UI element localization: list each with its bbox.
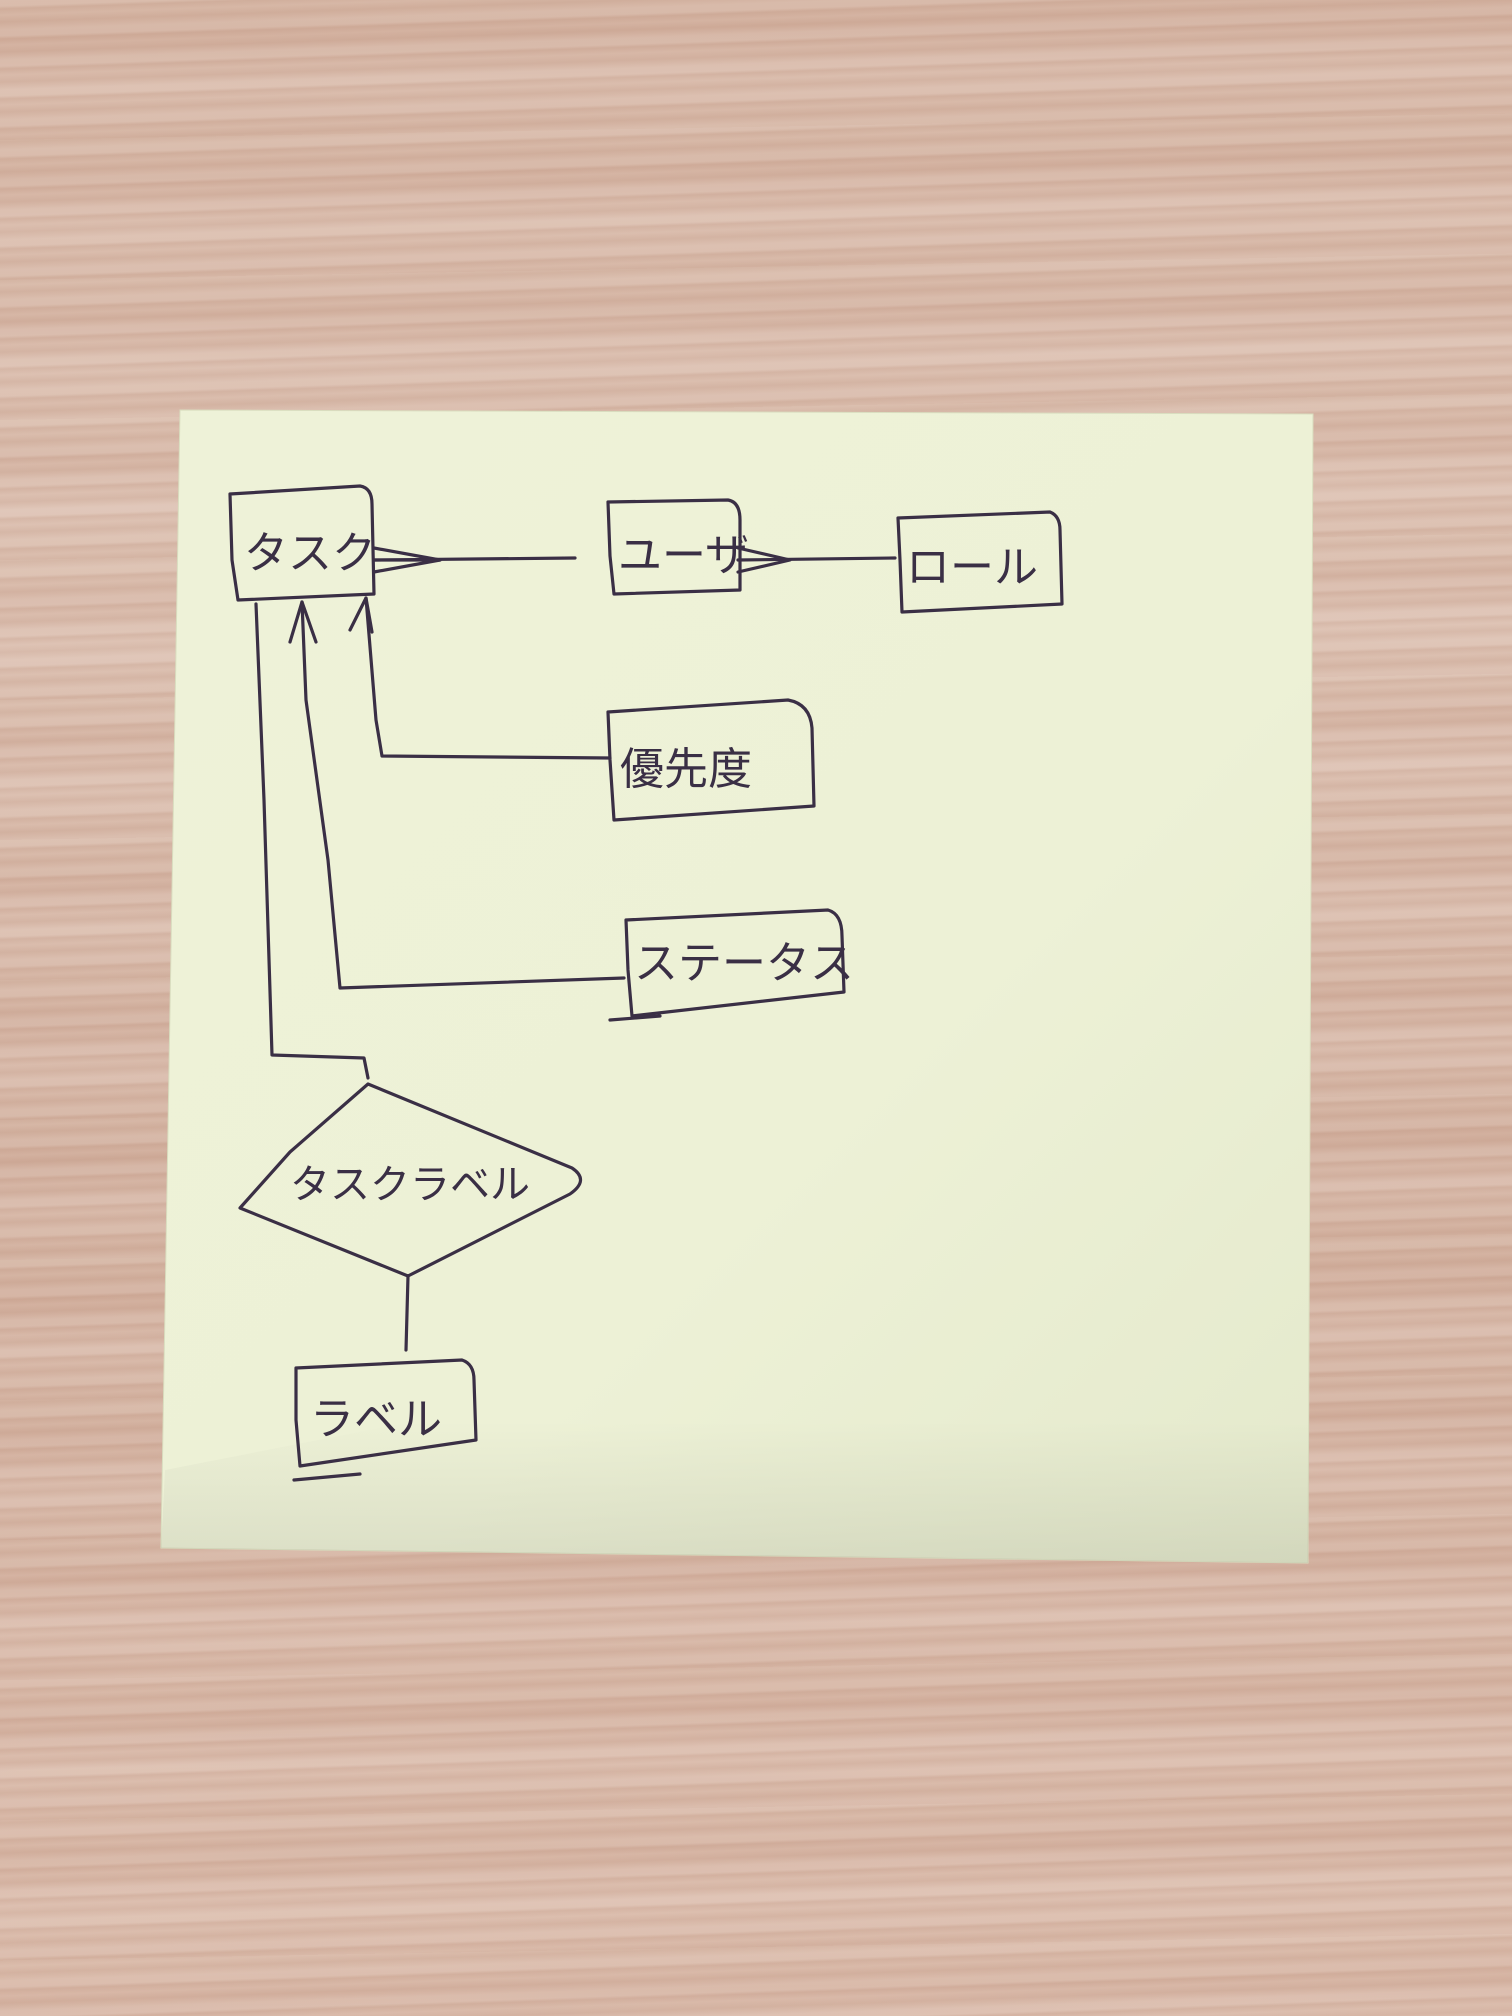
node-label: ラベル (292, 1358, 478, 1482)
node-task-label-label: タスクラベル (290, 1162, 530, 1208)
node-task-label: タスク (244, 528, 376, 579)
edge-tasklabel-label (404, 1274, 410, 1352)
node-priority: 優先度 (606, 698, 816, 822)
edge-user-role (736, 546, 897, 574)
edge-task-status (288, 600, 626, 990)
node-role: ロール (896, 510, 1064, 614)
node-label-label: ラベル (310, 1394, 442, 1445)
node-status-label: ステータス (634, 938, 854, 989)
node-task-label: タスクラベル (238, 1082, 583, 1278)
node-status: ステータス (608, 908, 854, 1022)
edge-task-tasklabel (254, 602, 370, 1080)
edge-task-priority (348, 596, 612, 760)
node-task: タスク (228, 484, 376, 602)
node-user: ユーザ (606, 498, 749, 596)
note-shadow-band (161, 1420, 1309, 1563)
edge-task-user (372, 546, 577, 574)
node-user-label: ユーザ (618, 530, 749, 581)
node-priority-label: 優先度 (620, 744, 752, 795)
node-role-label: ロール (906, 542, 1038, 593)
